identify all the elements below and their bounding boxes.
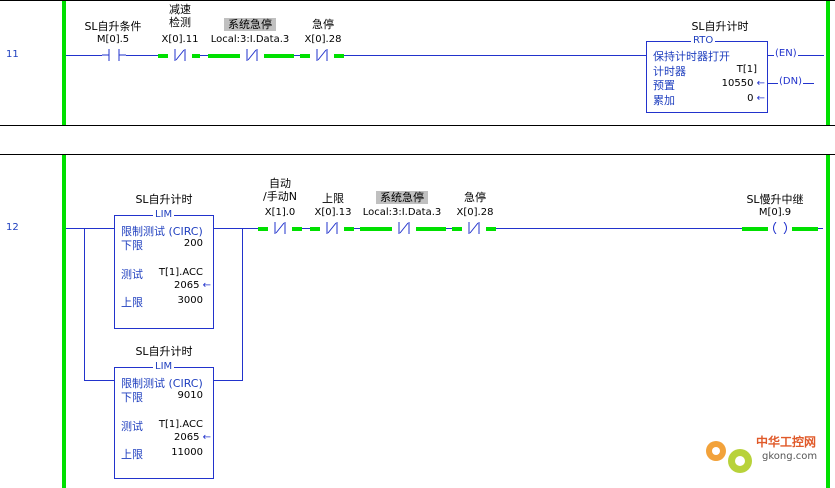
watermark-text-en: gkong.com	[762, 451, 818, 462]
xic-contact[interactable]	[168, 49, 192, 61]
lim-title: SL自升计时	[135, 345, 193, 358]
high-limit-label: 上限	[121, 448, 143, 461]
arrow-left-icon: ←	[753, 93, 765, 104]
timer-value: T[1]	[736, 64, 757, 75]
xio-contact[interactable]	[392, 222, 416, 234]
test-tag: T[1].ACC	[158, 419, 203, 430]
rung-wire	[213, 228, 823, 229]
contact-label: 自动 /手动N	[263, 177, 297, 203]
right-power-rail	[826, 155, 830, 488]
preset-label: 预置	[653, 79, 675, 92]
rung-11: 11 SL自升条件 M[0].5 减速 检测 X[0].11 系统急停 Loca…	[0, 0, 835, 126]
contact-address: X[0].13	[314, 207, 352, 218]
watermark-logo: 中华工控网 gkong.com	[698, 431, 828, 481]
output-coil[interactable]	[768, 222, 792, 234]
contact-address: X[0].28	[456, 207, 494, 218]
highlighted-tag: 系统急停	[376, 191, 428, 204]
coil-label: SL慢升中继	[746, 193, 804, 206]
branch-wire	[213, 380, 243, 381]
lim-title: SL自升计时	[135, 193, 193, 206]
contact-address: X[1].0	[264, 207, 296, 218]
xic-contact[interactable]	[268, 222, 292, 234]
rto-name: 保持计时器打开	[653, 50, 730, 63]
lim-name: 限制测试 (CIRC)	[121, 377, 203, 390]
dn-output: (DN)	[778, 76, 803, 87]
contact-address: Local:3:I.Data.3	[362, 207, 442, 218]
high-limit-value: 11000	[171, 447, 203, 458]
rung-wire	[66, 228, 114, 229]
high-limit-label: 上限	[121, 296, 143, 309]
rto-instruction-box[interactable]: RTO 保持计时器打开 计时器 T[1] 预置 10550 ← 累加 0 ←	[646, 35, 768, 113]
xic-contact[interactable]	[102, 49, 126, 61]
rung-wire	[66, 55, 646, 56]
contact-label: SL自升条件	[84, 20, 142, 33]
accum-label: 累加	[653, 94, 675, 107]
accum-value: 0 ←	[747, 93, 765, 104]
lim-type: LIM	[153, 209, 175, 220]
contact-label: 系统急停	[356, 189, 448, 205]
timer-label: 计时器	[653, 65, 686, 78]
contact-label: 急停	[464, 191, 486, 204]
test-value: 2065 ←	[173, 432, 211, 443]
preset-value: 10550 ←	[721, 78, 765, 89]
branch-wire	[84, 380, 114, 381]
right-power-rail	[826, 1, 830, 125]
low-limit-label: 下限	[121, 391, 143, 404]
watermark-text-cn: 中华工控网	[756, 435, 817, 449]
low-limit-label: 下限	[121, 239, 143, 252]
branch-wire	[242, 228, 243, 380]
contact-label: 上限	[322, 192, 344, 205]
rto-type: RTO	[691, 35, 716, 46]
contact-label: 急停	[312, 18, 334, 31]
test-label: 测试	[121, 420, 143, 433]
arrow-left-icon: ←	[199, 432, 211, 443]
lim-instruction-box[interactable]: LIM 限制测试 (CIRC) 下限 200 测试 T[1].ACC 2065 …	[114, 209, 214, 329]
test-value: 2065 ←	[173, 280, 211, 291]
highlighted-tag: 系统急停	[224, 18, 276, 31]
left-power-rail	[62, 155, 66, 488]
xio-contact[interactable]	[240, 49, 264, 61]
test-tag: T[1].ACC	[158, 267, 203, 278]
branch-wire	[84, 228, 85, 380]
xic-contact[interactable]	[320, 222, 344, 234]
lim-instruction-box[interactable]: LIM 限制测试 (CIRC) 下限 9010 测试 T[1].ACC 2065…	[114, 361, 214, 479]
contact-address: X[0].28	[304, 34, 342, 45]
contact-label: 系统急停	[204, 16, 296, 32]
high-limit-value: 3000	[177, 295, 203, 306]
low-limit-value: 200	[183, 238, 203, 249]
rto-title: SL自升计时	[691, 20, 749, 33]
contact-label: 减速 检测	[169, 3, 191, 29]
rung-12: 12 SL自升计时 LIM 限制测试 (CIRC) 下限 200 测试 T[1]…	[0, 154, 835, 488]
coil-address: M[0].9	[758, 207, 792, 218]
arrow-left-icon: ←	[199, 280, 211, 291]
xio-contact[interactable]	[462, 222, 486, 234]
contact-address: X[0].11	[161, 34, 199, 45]
gear-icon	[706, 441, 752, 473]
low-limit-value: 9010	[177, 390, 203, 401]
rung-number: 11	[6, 49, 19, 60]
xio-contact[interactable]	[310, 49, 334, 61]
test-label: 测试	[121, 268, 143, 281]
en-output: (EN)	[774, 48, 798, 59]
left-power-rail	[62, 1, 66, 125]
contact-address: M[0].5	[96, 34, 130, 45]
lim-name: 限制测试 (CIRC)	[121, 225, 203, 238]
rung-number: 12	[6, 222, 19, 233]
contact-address: Local:3:I.Data.3	[210, 34, 290, 45]
arrow-left-icon: ←	[753, 78, 765, 89]
lim-type: LIM	[153, 361, 175, 372]
